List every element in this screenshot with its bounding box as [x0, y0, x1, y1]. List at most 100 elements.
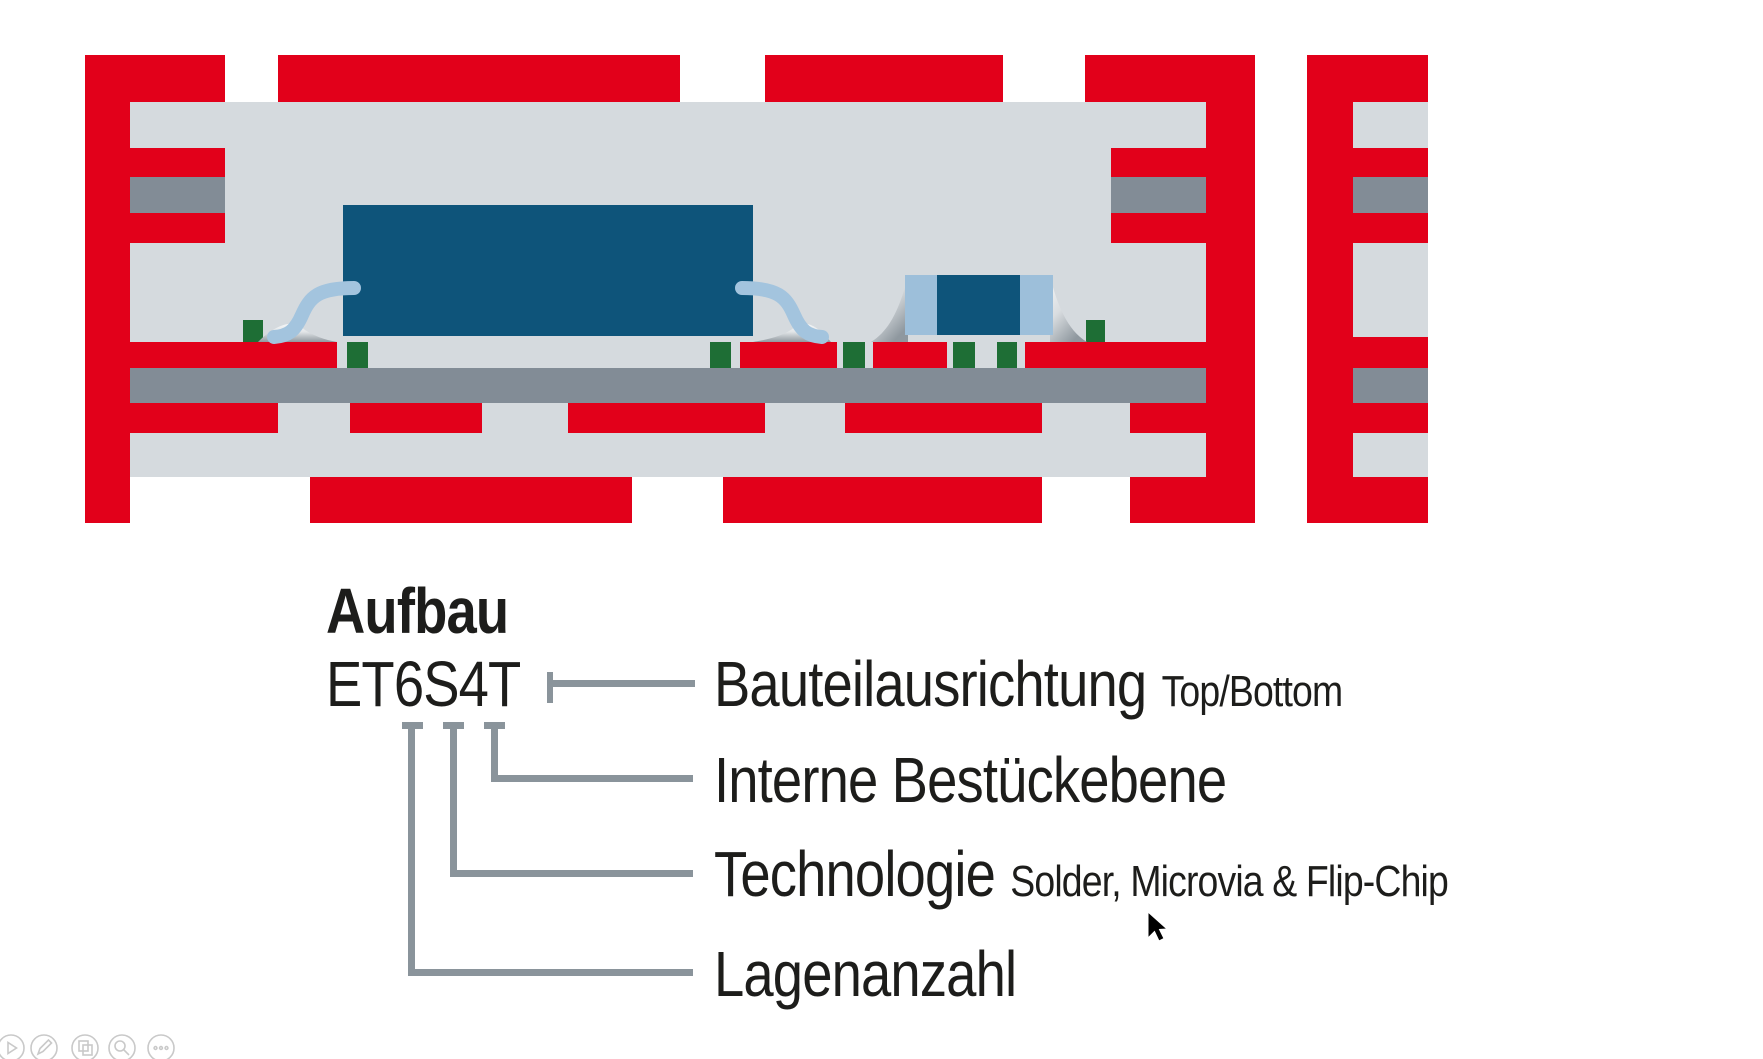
- bottom-copper-layer: [310, 477, 1255, 523]
- copper-segment: [1307, 477, 1428, 523]
- legend-detail: Top/Bottom: [1161, 667, 1344, 716]
- copper-segment: [568, 403, 765, 433]
- microvia-icon: [843, 342, 865, 368]
- legend-row: Interne Bestückebene: [714, 744, 1227, 816]
- bond-wire-right: [735, 281, 829, 344]
- inner-bottom-copper-layer: [130, 403, 1206, 433]
- pencil-icon: [30, 1034, 58, 1059]
- zoom-icon: [123, 1049, 130, 1056]
- copper-stub: [130, 213, 225, 243]
- copper-stub: [1353, 403, 1428, 433]
- mouse-cursor: [1147, 910, 1169, 942]
- copper-stub: [1353, 337, 1428, 368]
- legend-row: Technologie Solder, Microvia & Flip-Chip: [714, 838, 1449, 910]
- legend-detail: Solder, Microvia & Flip-Chip: [1010, 857, 1448, 906]
- pad-segment: [873, 342, 947, 368]
- legend-label: Bauteilausrichtung: [714, 648, 1147, 720]
- core-stub: [1111, 177, 1206, 213]
- component-terminal-left: [905, 275, 937, 335]
- connector-line: [491, 775, 693, 782]
- component-terminal-right: [1020, 275, 1053, 335]
- copper-segment: [765, 55, 1003, 102]
- microvia-icon: [243, 320, 263, 342]
- copper-stub: [1353, 213, 1428, 243]
- viewer-toolbar: [0, 1034, 175, 1059]
- microvia-icon: [997, 342, 1017, 368]
- substrate-stub: [1353, 243, 1428, 337]
- more-icon: [158, 1045, 164, 1051]
- left-edge-plating: [85, 55, 130, 523]
- right-board-piece: [1307, 55, 1428, 523]
- connector-line: [408, 969, 693, 976]
- copper-segment: [723, 477, 1042, 523]
- legend-label: Technologie: [714, 838, 996, 910]
- legend-row: Lagenanzahl: [714, 938, 1017, 1010]
- connector-line: [553, 680, 695, 687]
- print-button[interactable]: [71, 1034, 99, 1059]
- wire-bonded-die: [258, 205, 831, 344]
- bond-wire-left: [267, 281, 361, 344]
- copper-segment: [278, 55, 680, 102]
- connector-cap: [547, 672, 553, 703]
- more-icon: [153, 1045, 158, 1051]
- more-button[interactable]: [147, 1034, 175, 1059]
- connector-line: [491, 722, 498, 782]
- annotate-button[interactable]: [30, 1034, 58, 1059]
- microvia-icon: [347, 342, 368, 368]
- copper-stub: [1111, 213, 1206, 243]
- connector-line: [450, 870, 693, 877]
- solder-fillet-right: [1050, 276, 1087, 342]
- build-code: ET6S4T: [326, 648, 521, 720]
- copper-segment: [845, 403, 1042, 433]
- connector-line: [408, 722, 415, 976]
- legend-row: Bauteilausrichtung Top/Bottom: [714, 648, 1344, 720]
- core-stub: [130, 177, 225, 213]
- copper-segment: [350, 403, 482, 433]
- pad-segment: [1025, 342, 1206, 368]
- copper-segment: [1307, 55, 1428, 102]
- zoom-icon: [114, 1040, 126, 1052]
- connector-line: [450, 722, 457, 877]
- legend-label: Lagenanzahl: [714, 938, 1017, 1010]
- inner-pad-layer: [130, 342, 1206, 368]
- print-icon: [82, 1044, 93, 1056]
- microvia-icon: [953, 342, 975, 368]
- die-body: [343, 205, 753, 336]
- pad-segment: [130, 342, 337, 368]
- solder-fillet-left: [871, 276, 908, 342]
- top-copper-layer: [85, 55, 1255, 102]
- play-icon: [7, 1041, 18, 1055]
- copper-segment: [310, 477, 632, 523]
- left-edge-layer-stubs: [130, 148, 225, 243]
- legend-label: Interne Bestückebene: [714, 744, 1227, 816]
- play-button[interactable]: [0, 1034, 25, 1059]
- core-layer: [130, 368, 1206, 403]
- pencil-icon: [36, 1038, 53, 1056]
- smd-component: [871, 275, 1087, 342]
- legend-connectors: [402, 672, 695, 976]
- substrate-stub: [1353, 102, 1428, 148]
- play-icon: [0, 1034, 25, 1059]
- copper-stub: [1353, 148, 1428, 177]
- core-stub: [1353, 177, 1428, 213]
- core-stub: [1353, 368, 1428, 403]
- microvias: [243, 320, 1105, 368]
- more-icon: [164, 1045, 169, 1051]
- pad-segment: [740, 342, 837, 368]
- right-edge-plating: [1206, 55, 1255, 523]
- copper-segment: [1130, 477, 1255, 523]
- zoom-button[interactable]: [108, 1034, 136, 1059]
- edge-plating: [1307, 55, 1353, 523]
- section-heading: Aufbau: [326, 575, 509, 647]
- microvia-icon: [1086, 320, 1105, 342]
- copper-segment: [130, 403, 278, 433]
- copper-segment: [1130, 403, 1206, 433]
- substrate-stub: [1353, 433, 1428, 477]
- copper-stub: [1111, 148, 1206, 177]
- component-body: [937, 275, 1020, 335]
- copper-stub: [130, 148, 225, 177]
- zoom-icon: [108, 1034, 136, 1059]
- microvia-icon: [710, 342, 731, 368]
